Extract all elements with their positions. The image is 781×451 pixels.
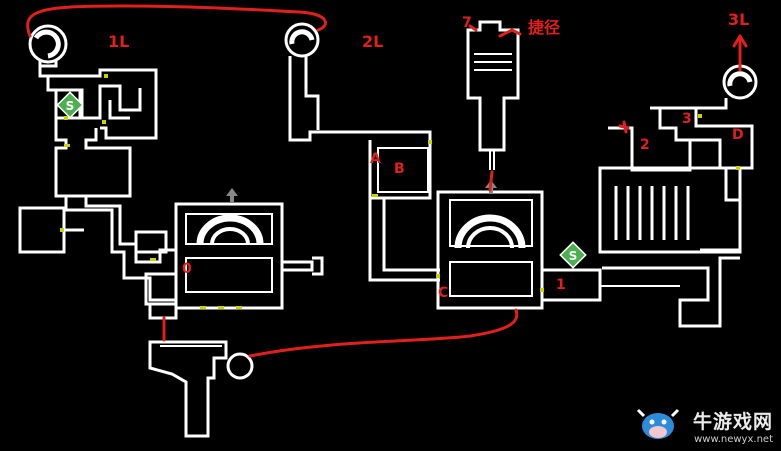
watermark: 牛游戏网 www.newyx.net [693,407,773,445]
watermark-brand: 牛游戏网 [692,411,773,433]
route-shortcut-arrow [498,28,522,38]
marker-3: 3 [682,111,692,127]
marker-7: 7 [462,15,472,31]
save-point-icon-2 [559,241,587,269]
save-point-glyph-2: S [569,249,578,263]
right-wing [598,64,758,328]
route-basement-to-hall [248,308,519,358]
floor-2-rooms [284,22,440,282]
shortcut-label: 捷径 [528,18,561,37]
marker-c: C [438,285,449,301]
watermark-url: www.newyx.net [694,434,773,445]
door-markers [60,74,740,309]
marker-1: 1 [556,277,566,293]
watermark-logo [636,408,680,439]
basement-wing [148,340,254,438]
save-point-glyph-1: S [66,99,75,113]
floor-label-2l: 2L [362,32,384,51]
marker-a: A [370,151,381,167]
marker-0: 0 [182,261,192,277]
marker-d: D [732,127,744,143]
marker-2: 2 [640,137,650,153]
floor-label-3l: 3L [728,10,750,29]
up-arrow-icon [226,188,238,202]
route-1l-to-2l [26,4,327,38]
marker-b: B [394,161,405,177]
route-paths [26,4,748,358]
central-hall [174,202,324,310]
route-hall-to-shortcut [488,170,494,192]
save-points: S S [56,91,587,269]
floor-1-rooms [18,24,178,320]
shortcut-building [466,20,520,170]
save-point-icon-1 [56,91,84,119]
floor-label-1l: 1L [108,32,130,51]
